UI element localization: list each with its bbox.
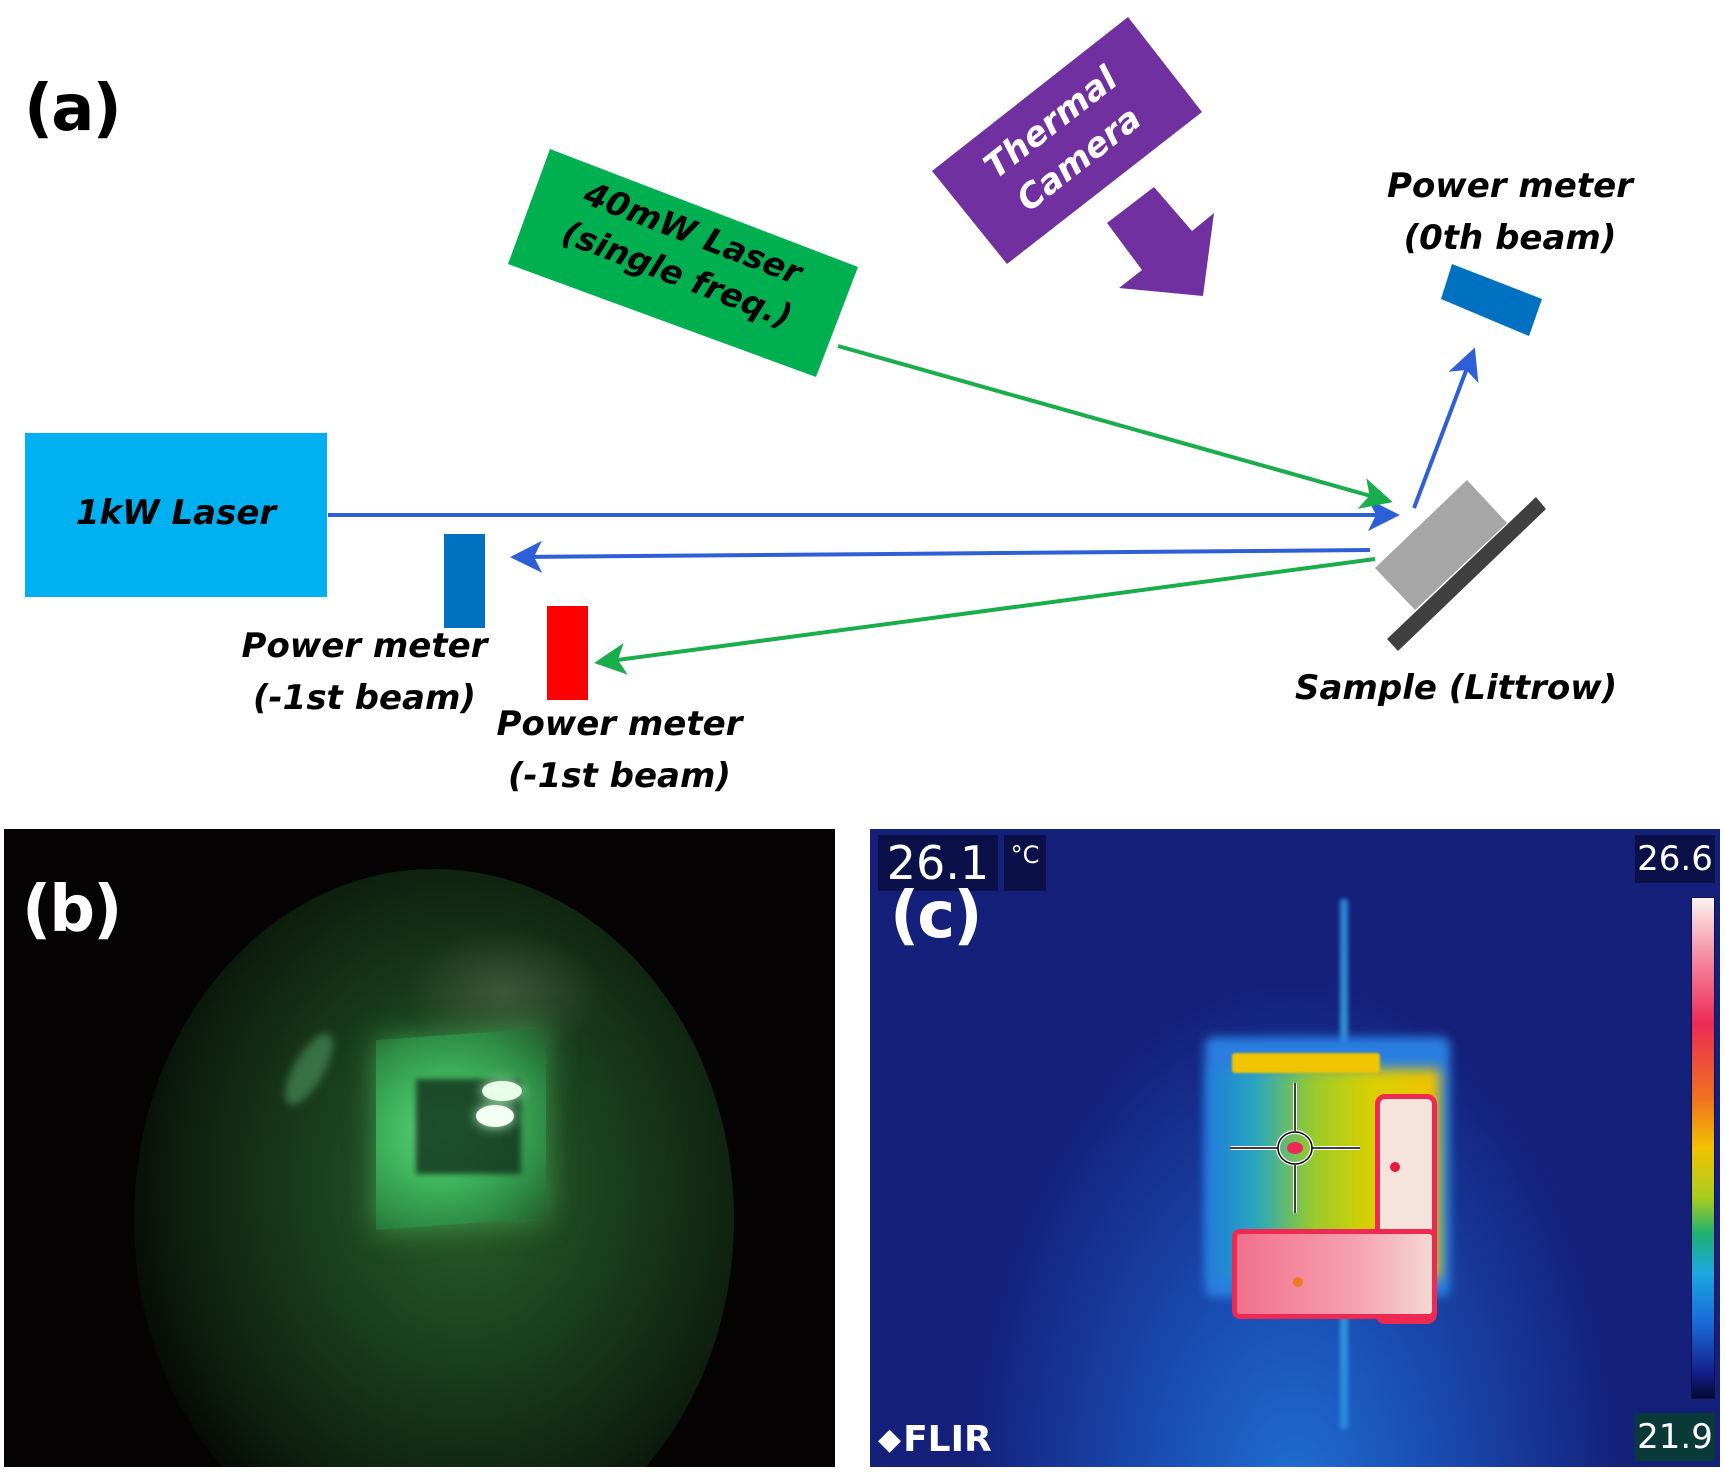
power-meter-0th-label: Power meter (0th beam)	[1380, 160, 1640, 264]
power-meter-minus1-blue-label-line2: (-1st beam)	[253, 678, 476, 718]
flir-diamond-icon: ◆	[878, 1422, 902, 1457]
thermal-l-horizontal	[1232, 1229, 1437, 1319]
beam-probe-minus1	[594, 557, 1376, 675]
panel-label-b: (b)	[22, 873, 122, 947]
temperature-unit: °C	[1004, 835, 1046, 891]
temperature-colorbar	[1691, 897, 1715, 1399]
sample-mount	[1387, 497, 1546, 651]
power-meter-minus1-red-label-line1: Power meter	[496, 704, 743, 744]
panel-label-a: (a)	[24, 72, 122, 146]
probe-laser-box	[508, 149, 858, 377]
panel-label-c: (c)	[890, 879, 982, 953]
thermal-camera-arrow-icon	[1107, 187, 1214, 296]
spot-meter-crosshair-icon	[1230, 1083, 1360, 1213]
thermal-camera-box	[932, 17, 1202, 264]
power-meter-0th	[1441, 264, 1542, 336]
reflection-spot	[476, 1105, 514, 1127]
high-power-laser-label: 1kW Laser	[75, 493, 277, 533]
setup-diagram: (a) 1kW La	[24, 17, 1640, 802]
sample-grating	[1375, 480, 1507, 610]
flir-brand-text: FLIR	[903, 1419, 992, 1460]
power-meter-minus1-red	[547, 606, 588, 700]
scale-min: 21.9	[1635, 1413, 1715, 1461]
power-meter-minus1-blue-label-line1: Power meter	[241, 626, 488, 666]
scale-max: 26.6	[1635, 835, 1715, 883]
power-meter-minus1-red-label-line2: (-1st beam)	[508, 756, 731, 796]
beam-zeroth-order	[1412, 347, 1479, 509]
power-meter-minus1-red-label: Power meter (-1st beam)	[487, 698, 752, 802]
thermal-hotspot	[1293, 1277, 1303, 1287]
thermal-top-bar	[1232, 1053, 1380, 1073]
power-meter-minus1-blue	[444, 534, 485, 628]
high-power-laser-box	[25, 433, 327, 597]
spot-temperature: 26.1	[878, 835, 998, 891]
sample-label: Sample (Littrow)	[1295, 668, 1618, 708]
thermal-image: 26.1 °C 26.6 21.9 ◆ FLIR (c)	[870, 829, 1720, 1467]
flir-logo: ◆ FLIR	[878, 1419, 992, 1460]
power-meter-0th-label-line1: Power meter	[1387, 166, 1633, 206]
beam-probe-incident	[837, 344, 1393, 509]
beam-high-power-minus1	[510, 540, 1371, 573]
diagram-shapes	[25, 17, 1546, 700]
reflection-spot	[482, 1081, 522, 1101]
power-meter-0th-label-line2: (0th beam)	[1403, 218, 1617, 258]
photo-probe-beam: (b)	[4, 829, 835, 1467]
thermal-hotspot	[1390, 1162, 1400, 1172]
power-meter-minus1-blue-label: Power meter (-1st beam)	[232, 620, 497, 724]
